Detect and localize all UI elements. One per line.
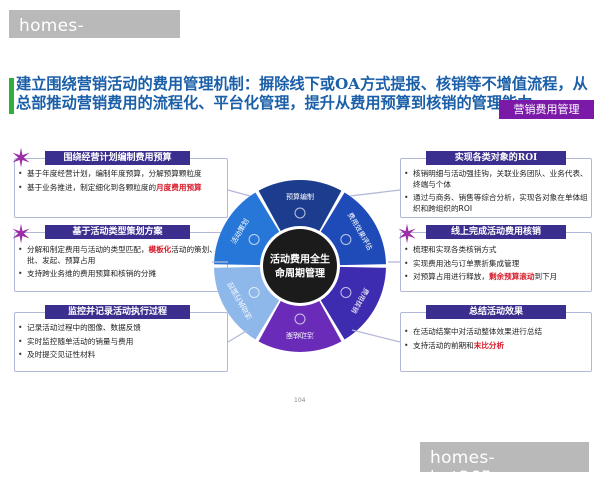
card-roi-title: 实现各类对象的ROI [426,151,566,165]
segment-icon [248,287,260,298]
card-budget-list: 基于年度经营计划，编制年度预算，分解预算颗粒度 基于业务推进，制定细化到各颗粒度… [15,169,227,193]
wheel-segment [258,301,342,352]
list-item: 支持活动的前期和末比分析 [401,341,591,352]
wheel-hub [263,229,337,303]
segment-icon [294,313,306,325]
card-monitor-title: 监控并记录活动执行过程 [45,305,190,319]
star-icon: ✶ [396,220,418,250]
wheel-center-label: 命周期管理 [274,267,325,280]
page-number: 104 [294,397,306,404]
card-monitor: 监控并记录活动执行过程 记录活动过程中的图像、数据反馈 实时监控随单活动的销量与… [14,305,228,372]
list-item: 基于年度经营计划，编制年度预算，分解预算颗粒度 [15,169,227,180]
wheel-center-label: 活动费用全生 [270,253,330,266]
card-roi-list: 核销明细与活动强挂钩，关联业务团队、业务代表、终端与个体 通过与商务、销售等综合… [401,169,591,214]
card-plan-title: 基于活动类型策划方案 [45,225,190,239]
wheel-segment [320,192,386,266]
segment-icon [294,207,306,219]
card-monitor-list: 记录活动过程中的图像、数据反馈 实时监控随单活动的销量与费用 及时提交见证性材料 [15,323,227,361]
card-close-list: 在活动结案中对活动整体效果进行总结 支持活动的前期和末比分析 [401,327,591,351]
list-item: 支持跨业务维的费用预算和核销的分摊 [15,269,227,280]
list-item: 核销明细与活动强挂钩，关联业务团队、业务代表、终端与个体 [401,169,591,190]
list-item: 分解和制定费用与活动的类型匹配，模板化活动的策划、审批、发起、预算占用 [15,245,227,266]
wheel-segment [214,192,280,266]
watermark-bottom: homes-bet365.com [420,442,589,488]
card-reimburse-list: 梳理和实现各类核销方式 实现费用池与订单票折集成管理 对预算占用进行释放，剩余预… [401,245,591,283]
list-item: 在活动结案中对活动整体效果进行总结 [401,327,591,338]
wheel-segment-label: 预算编制 [286,192,314,201]
card-plan: 基于活动类型策划方案 分解和制定费用与活动的类型匹配，模板化活动的策划、审批、发… [14,225,228,292]
list-item: 及时提交见证性材料 [15,350,227,361]
wheel-segment [320,266,386,340]
list-item: 对预算占用进行释放，剩余预算滚动到下月 [401,272,591,283]
title-accent-bar [9,78,14,114]
card-close: 总结活动效果 在活动结案中对活动整体效果进行总结 支持活动的前期和末比分析 [400,305,592,372]
segment-icon [340,234,352,245]
wheel-segment-label: 活动结案 [286,331,314,340]
segment-icon [248,234,260,245]
card-budget-title: 围绕经营计划编制费用预算 [45,151,190,165]
list-item: 实时监控随单活动的销量与费用 [15,337,227,348]
card-reimburse-title: 线上完成活动费用核销 [426,225,566,239]
star-icon: ✶ [10,220,32,250]
wheel-segment [214,266,280,340]
slide-title: 建立围绕营销活动的费用管理机制：摒除线下或OA方式提报、核销等不增值流程，从总部… [16,75,588,112]
list-item: 通过与商务、销售等综合分析，实现各对象在单体组织和跨组织的ROI [401,193,591,214]
list-item: 梳理和实现各类核销方式 [401,245,591,256]
segment-icon [340,287,352,298]
wheel-segment [258,180,342,231]
list-item: 记录活动过程中的图像、数据反馈 [15,323,227,334]
card-roi: 实现各类对象的ROI 核销明细与活动强挂钩，关联业务团队、业务代表、终端与个体 … [400,151,592,218]
card-reimburse: 线上完成活动费用核销 梳理和实现各类核销方式 实现费用池与订单票折集成管理 对预… [400,225,592,292]
star-icon: ✶ [10,144,32,174]
list-item: 基于业务推进，制定细化到各颗粒度的月度费用预算 [15,183,227,194]
card-plan-list: 分解和制定费用与活动的类型匹配，模板化活动的策划、审批、发起、预算占用 支持跨业… [15,245,227,280]
section-badge: 营销费用管理 [499,100,594,119]
card-budget: 围绕经营计划编制费用预算 基于年度经营计划，编制年度预算，分解预算颗粒度 基于业… [14,151,228,218]
list-item: 实现费用池与订单票折集成管理 [401,259,591,270]
watermark-top: homes-bet365.com [9,10,180,56]
card-close-title: 总结活动效果 [426,305,566,319]
